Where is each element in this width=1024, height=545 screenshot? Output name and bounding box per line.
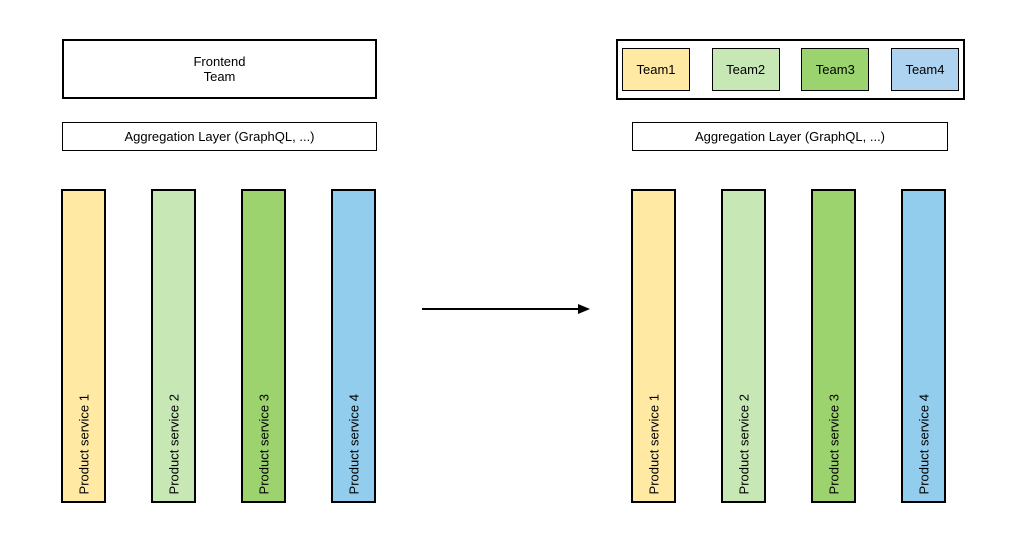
- team-label: Team3: [815, 62, 855, 77]
- aggregation-layer-box-left: Aggregation Layer (GraphQL, ...): [62, 122, 377, 151]
- product-service-label: Product service 2: [166, 393, 181, 494]
- teams-container-box: Team1 Team2 Team3 Team4: [616, 39, 965, 100]
- frontend-team-label-line2: Team: [203, 69, 236, 84]
- product-service-label: Product service 4: [346, 393, 361, 494]
- team-label: Team4: [905, 62, 945, 77]
- product-service-bar-left-2: Product service 2: [151, 189, 196, 503]
- aggregation-layer-label-left: Aggregation Layer (GraphQL, ...): [124, 129, 315, 144]
- frontend-team-box: Frontend Team: [62, 39, 377, 99]
- product-service-bar-left-3: Product service 3: [241, 189, 286, 503]
- aggregation-layer-box-right: Aggregation Layer (GraphQL, ...): [632, 122, 948, 151]
- product-service-bar-left-4: Product service 4: [331, 189, 376, 503]
- team-box-3: Team3: [801, 48, 870, 91]
- product-service-label: Product service 1: [76, 393, 91, 494]
- product-service-label: Product service 3: [826, 393, 841, 494]
- frontend-team-label-line1: Frontend: [193, 54, 246, 69]
- product-service-bar-left-1: Product service 1: [61, 189, 106, 503]
- product-service-bar-right-1: Product service 1: [631, 189, 676, 503]
- product-service-label: Product service 4: [916, 393, 931, 494]
- product-service-label: Product service 3: [256, 393, 271, 494]
- product-service-label: Product service 1: [646, 393, 661, 494]
- team-box-2: Team2: [711, 48, 780, 91]
- team-box-4: Team4: [890, 48, 959, 91]
- aggregation-layer-label-right: Aggregation Layer (GraphQL, ...): [694, 129, 886, 144]
- right-arrow-icon: [422, 304, 590, 314]
- product-service-bar-right-4: Product service 4: [901, 189, 946, 503]
- product-service-bar-right-3: Product service 3: [811, 189, 856, 503]
- team-label: Team1: [636, 62, 676, 77]
- product-service-bar-right-2: Product service 2: [721, 189, 766, 503]
- team-label: Team2: [726, 62, 766, 77]
- product-service-label: Product service 2: [736, 393, 751, 494]
- team-box-1: Team1: [622, 48, 690, 91]
